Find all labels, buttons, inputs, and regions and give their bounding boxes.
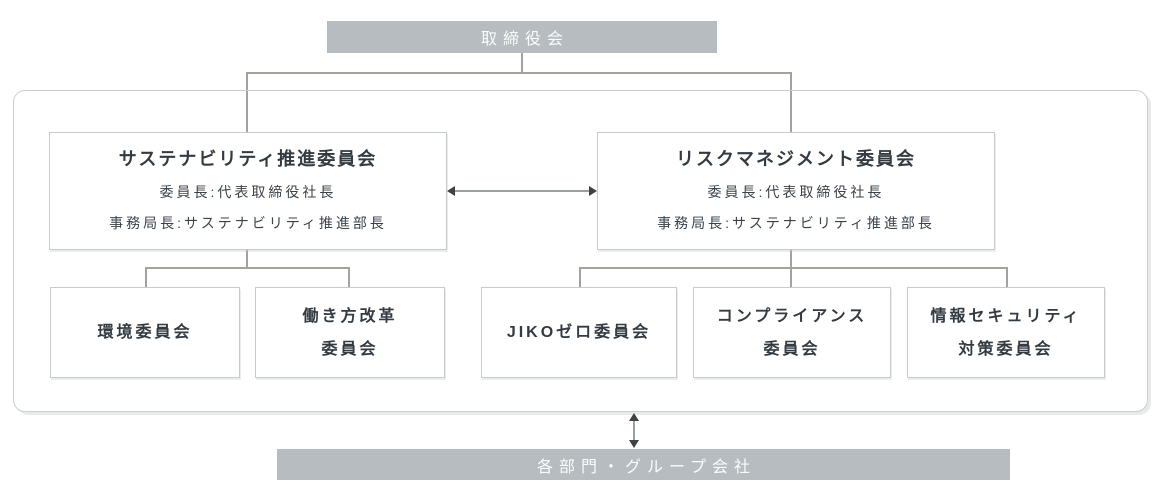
departments-group-companies-box: 各部門・グループ会社 (277, 449, 1010, 480)
connector-drop-environment (145, 267, 147, 287)
arrow-left-icon (447, 186, 455, 196)
subcommittee-environment-label: 環境委員会 (97, 324, 193, 341)
subcommittee-workstyle-reform: 働き方改革 委員会 (255, 287, 445, 378)
board-of-directors-label: 取締役会 (480, 31, 569, 48)
bottom-link-arrow-line (633, 417, 635, 444)
connector-drop-sustainability (246, 72, 248, 132)
subcommittee-workstyle-label: 働き方改革 (302, 307, 398, 325)
subcommittee-infosec-label: 情報セキュリティ (930, 307, 1082, 325)
subcommittee-compliance-label: コンプライアンス (716, 307, 868, 325)
subcommittee-compliance-label2: 委員会 (763, 340, 821, 358)
connector-board-branch (247, 72, 792, 74)
connector-drop-infosec (1006, 267, 1008, 287)
governance-container (13, 90, 1148, 412)
departments-group-companies-label: 各部門・グループ会社 (536, 458, 757, 476)
committee-risk-management: リスクマネジメント委員会 委員長:代表取締役社長 事務局長:サステナビリティ推進… (597, 132, 995, 250)
connector-drop-workstyle (348, 267, 350, 287)
committee-sustainability-title: サステナビリティ推進委員会 (118, 149, 378, 169)
committees-link-arrow-line (452, 190, 592, 192)
connector-sustainability-down (246, 250, 248, 268)
committee-sustainability-secretariat: 事務局長:サステナビリティ推進部長 (109, 215, 387, 231)
connector-drop-risk (790, 72, 792, 132)
connector-risk-branch (579, 267, 1007, 269)
connector-risk-down (790, 250, 792, 287)
subcommittee-jiko-zero: JIKOゼロ委員会 (481, 287, 677, 378)
committee-risk-title: リスクマネジメント委員会 (676, 149, 916, 169)
subcommittee-infosec: 情報セキュリティ 対策委員会 (907, 287, 1105, 378)
committee-sustainability: サステナビリティ推進委員会 委員長:代表取締役社長 事務局長:サステナビリティ推… (49, 132, 447, 250)
connector-drop-jiko-zero (579, 267, 581, 287)
arrow-right-icon (589, 186, 597, 196)
committee-risk-secretariat: 事務局長:サステナビリティ推進部長 (657, 215, 935, 231)
connector-sustainability-branch (145, 267, 349, 269)
committee-risk-chair: 委員長:代表取締役社長 (707, 184, 885, 200)
arrow-down-icon (629, 440, 639, 448)
board-of-directors-box: 取締役会 (327, 21, 717, 53)
subcommittee-jiko-zero-label: JIKOゼロ委員会 (506, 324, 652, 341)
arrow-up-icon (629, 413, 639, 421)
connector-board-vertical (521, 53, 523, 72)
subcommittee-environment: 環境委員会 (50, 287, 240, 378)
committee-sustainability-chair: 委員長:代表取締役社長 (159, 184, 337, 200)
subcommittee-workstyle-label2: 委員会 (321, 340, 379, 358)
subcommittee-compliance: コンプライアンス 委員会 (693, 287, 891, 378)
subcommittee-infosec-label2: 対策委員会 (958, 340, 1054, 358)
